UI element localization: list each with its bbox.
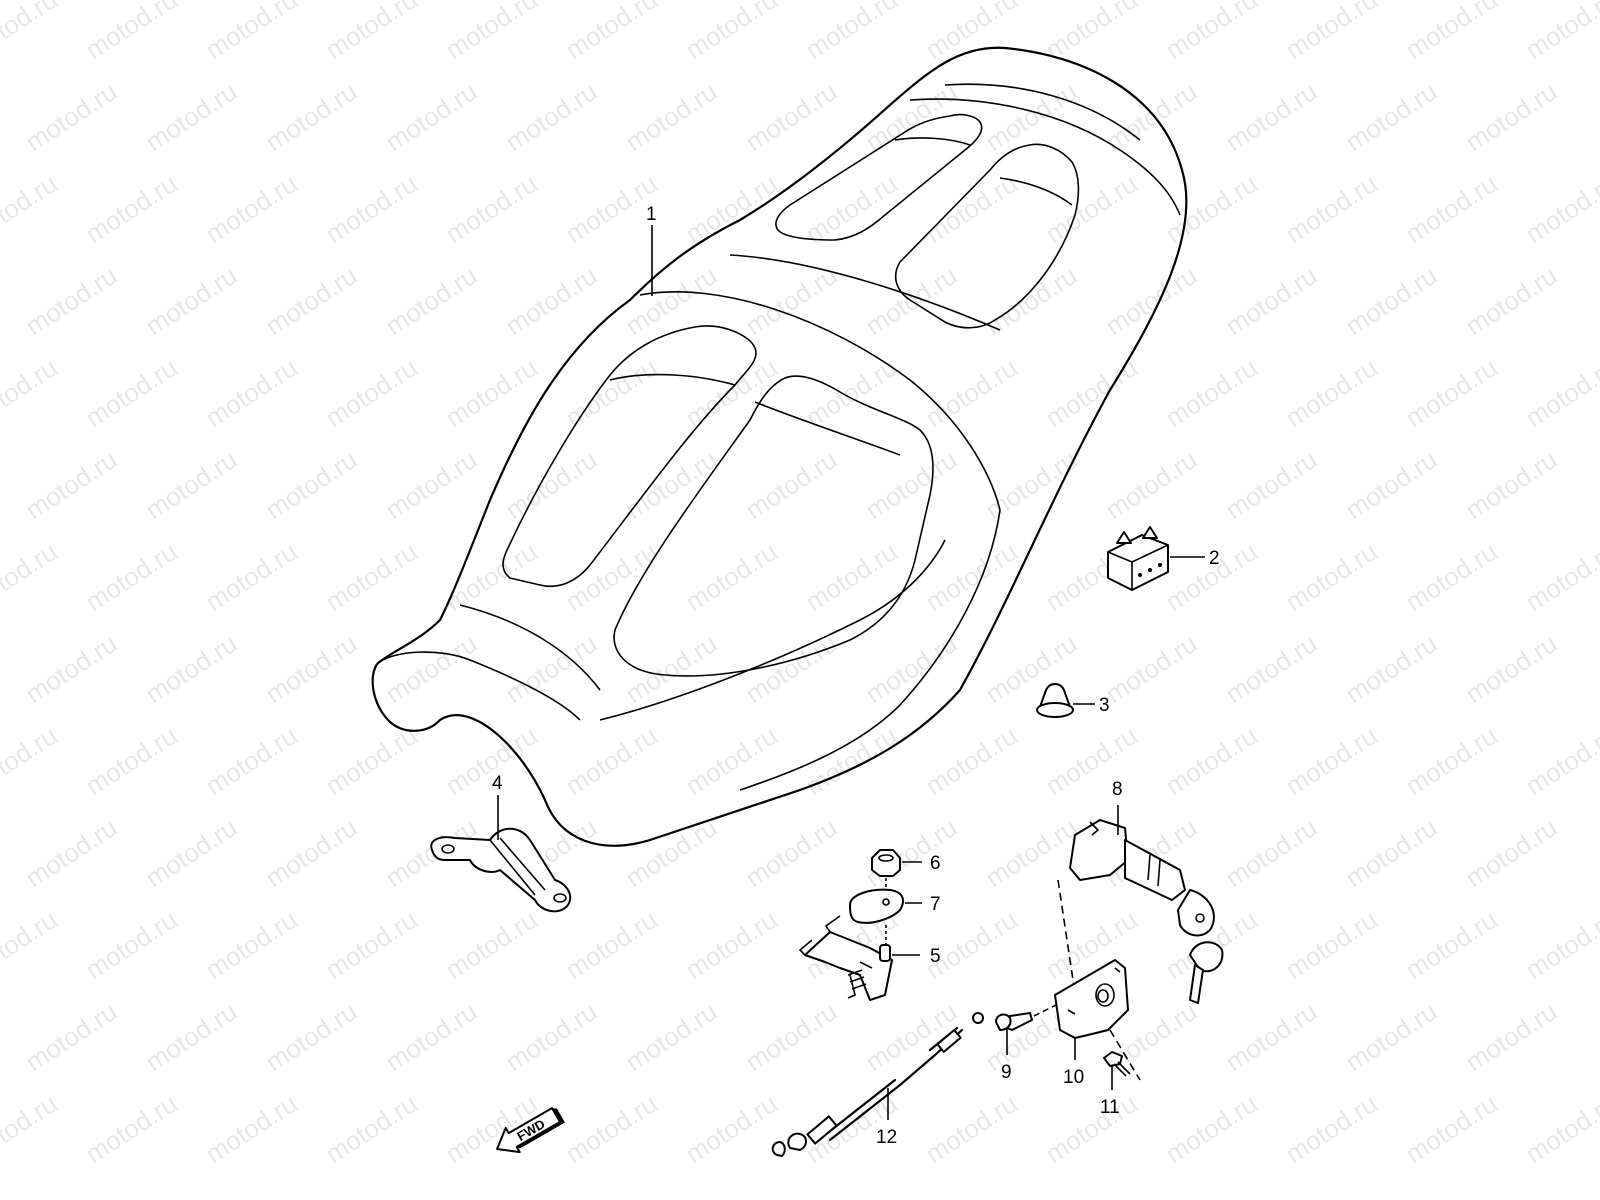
lock-cable[interactable] [771,1012,984,1157]
seat-panel-rear-left [775,113,983,241]
seat-outline [371,46,1188,847]
seat-hook[interactable] [798,915,893,1001]
callout-12: 12 [876,1127,897,1148]
seat[interactable] [371,46,1188,847]
screw[interactable] [1103,1051,1131,1077]
seat-panel-front-right [613,375,934,677]
fwd-arrow: FWD [496,1107,565,1154]
callout-7: 7 [930,894,941,915]
bolt[interactable] [995,1012,1033,1031]
seat-panel-rear-right [894,143,1080,329]
nut[interactable] [871,849,901,877]
callout-4: 4 [492,773,503,794]
callout-6: 6 [930,853,941,874]
callout-8: 8 [1112,779,1123,800]
callout-10: 10 [1063,1067,1084,1088]
seat-bracket[interactable] [430,827,572,913]
callout-5: 5 [930,946,941,967]
rubber-cushion[interactable] [1036,683,1074,718]
callout-9: 9 [1001,1062,1012,1083]
seat-lock-with-keys[interactable] [1069,819,1224,1004]
leader-lines [497,225,1205,1120]
callout-2: 2 [1209,548,1220,569]
callout-3: 3 [1099,695,1110,716]
lock-bracket[interactable] [1054,959,1129,1039]
callout-11: 11 [1100,1097,1120,1118]
plate[interactable] [849,888,904,924]
seat-panel-front-left [502,325,757,587]
callout-1: 1 [646,204,657,225]
cushion-block[interactable] [1107,526,1169,591]
